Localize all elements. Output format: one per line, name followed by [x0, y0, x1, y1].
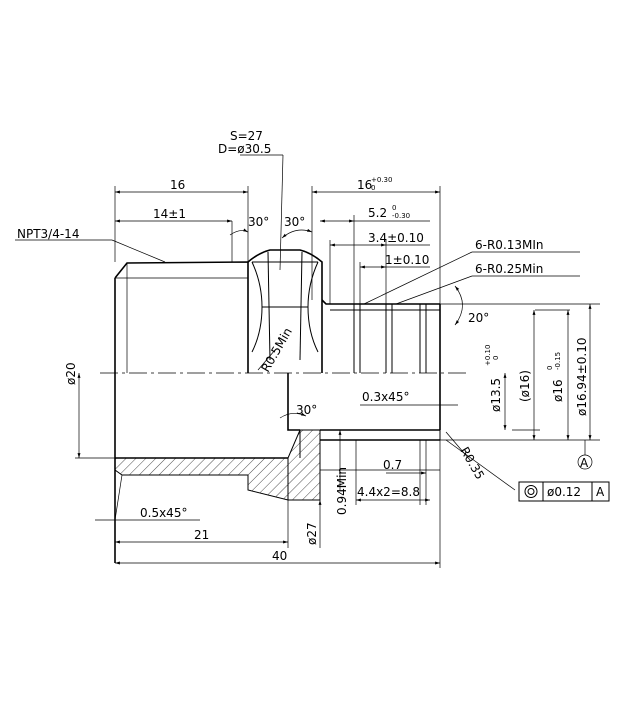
- diameter-1694-label: ø16.94±0.10: [575, 338, 589, 416]
- dimension-lines: [15, 154, 600, 568]
- barb-16-label: 16: [357, 178, 372, 192]
- angle-right-label: 30°: [284, 215, 305, 229]
- concentricity-icon: [524, 485, 538, 498]
- dim-1-label: 1±0.10: [385, 253, 429, 267]
- barb-16-tol-up: +0.30: [371, 176, 392, 184]
- radius-013-label: 6-R0.13MIn: [475, 238, 544, 252]
- diameter-16-label: ø16: [551, 379, 565, 402]
- diameter-16-tol-up: 0: [546, 366, 554, 370]
- min-094-label: 0.94Min: [335, 467, 349, 515]
- dim-5-2-tol-lo: -0.30: [392, 212, 410, 220]
- radius-05-label: R0.5Min: [258, 325, 294, 374]
- dim-16-label: 16: [170, 178, 185, 192]
- datum-letter: A: [580, 456, 589, 470]
- wrench-size-label: S=27: [230, 129, 263, 143]
- dim-14-label: 14±1: [153, 207, 186, 221]
- labels: S=27 D=ø30.5 NPT3/4-14 16 14±1 30° 30° 1…: [17, 129, 589, 563]
- barb-16-tol-lo: 0: [371, 184, 375, 192]
- barb-ribs: [330, 304, 440, 373]
- angle-30-inner-label: 30°: [296, 403, 317, 417]
- diameter-27-label: ø27: [305, 522, 319, 545]
- fcf-datum: A: [596, 485, 605, 499]
- radius-025-label: 6-R0.25Min: [475, 262, 543, 276]
- wrench-diameter-label: D=ø30.5: [218, 142, 271, 156]
- dim-4-4-label: 4.4x2=8.8: [357, 485, 420, 499]
- chamfer-05-label: 0.5x45°: [140, 506, 187, 520]
- chamfer-03-label: 0.3x45°: [362, 390, 409, 404]
- fcf-value: ø0.12: [547, 485, 581, 499]
- diameter-135-tol-up: +0.10: [484, 345, 492, 366]
- datum-symbol: A: [577, 454, 593, 470]
- diameter-16-ref-label: (ø16): [518, 370, 532, 402]
- dim-21-label: 21: [194, 528, 209, 542]
- dim-5-2-label: 5.2: [368, 206, 387, 220]
- feature-control-frame: ø0.12 A: [518, 481, 610, 502]
- dim-5-2-tol-up: 0: [392, 204, 396, 212]
- thread-label: NPT3/4-14: [17, 227, 79, 241]
- angle-left-label: 30°: [248, 215, 269, 229]
- angle-20-label: 20°: [468, 311, 489, 325]
- dim-40-label: 40: [272, 549, 287, 563]
- dim-3-4-label: 3.4±0.10: [368, 231, 424, 245]
- diameter-16-tol-lo: -0.15: [554, 352, 562, 370]
- diameter-20-label: ø20: [64, 362, 78, 385]
- diameter-135-tol-lo: 0: [492, 356, 500, 360]
- dim-0-7-label: 0.7: [383, 458, 402, 472]
- diameter-135-label: ø13.5: [489, 378, 503, 412]
- radius-035-label: R0.35: [457, 445, 487, 482]
